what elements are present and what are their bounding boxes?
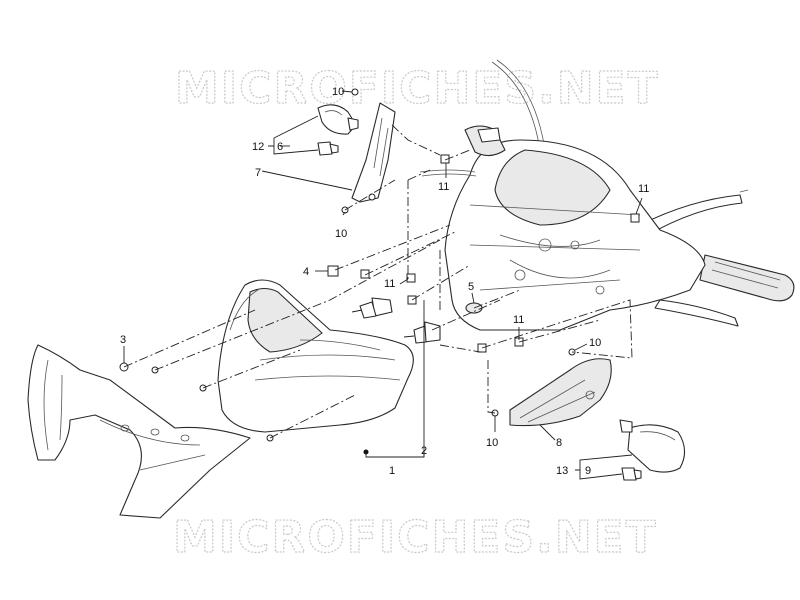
callout-11-lower: 11: [513, 314, 524, 326]
clip-4: [327, 265, 339, 277]
callout-11-upper: 11: [438, 181, 449, 193]
callout-9: 9: [585, 465, 591, 477]
callout-12: 12: [252, 141, 264, 153]
callout-11-middle: 11: [384, 278, 395, 290]
left-indicator-bracket: [351, 102, 396, 203]
headlamp-bulb-lower: [403, 321, 441, 344]
handlebar-frame-assembly: [419, 59, 795, 331]
right-indicator-bulb: [621, 467, 642, 481]
assembly-lines: [123, 124, 633, 439]
leader-lines: [123, 90, 643, 480]
callout-10-bracket: 10: [335, 228, 347, 240]
right-front-indicator: [619, 419, 686, 473]
callout-1: 1: [389, 465, 395, 477]
callout-10-top: 10: [332, 86, 344, 98]
clip-11-d: [440, 154, 450, 164]
callout-2: 2: [421, 445, 427, 457]
clip-11-e: [630, 213, 640, 223]
callout-4: 4: [303, 266, 309, 278]
screw-10-top: [351, 88, 359, 96]
right-indicator-bracket: [509, 358, 612, 427]
left-indicator-bulb: [317, 141, 339, 156]
callout-11-right: 11: [638, 183, 649, 195]
headlamp-bulb-upper: [351, 297, 393, 319]
headlamp-unit: [217, 279, 414, 433]
left-front-indicator: [317, 104, 359, 135]
clip-11-a: [360, 269, 370, 279]
clip-11-b: [406, 273, 416, 283]
callout-13: 13: [556, 465, 568, 477]
callout-10-right-top: 10: [589, 337, 601, 349]
callout-8: 8: [556, 437, 562, 449]
callout-10-right-bottom: 10: [486, 437, 498, 449]
callout-labels: 10 12 6 7 10 11 11 4 11 5 11 3 10 10 8 2…: [120, 86, 649, 477]
watermark-top: MICROFICHES.NET: [175, 63, 660, 114]
right-grip: [699, 254, 795, 302]
callout-5: 5: [468, 281, 474, 293]
callout-7: 7: [255, 167, 261, 179]
left-side-cover: [27, 344, 251, 519]
brake-lever: [654, 299, 739, 327]
callout-6: 6: [277, 141, 283, 153]
callout-3: 3: [120, 334, 126, 346]
watermark-bottom: MICROFICHES.NET: [173, 512, 658, 563]
